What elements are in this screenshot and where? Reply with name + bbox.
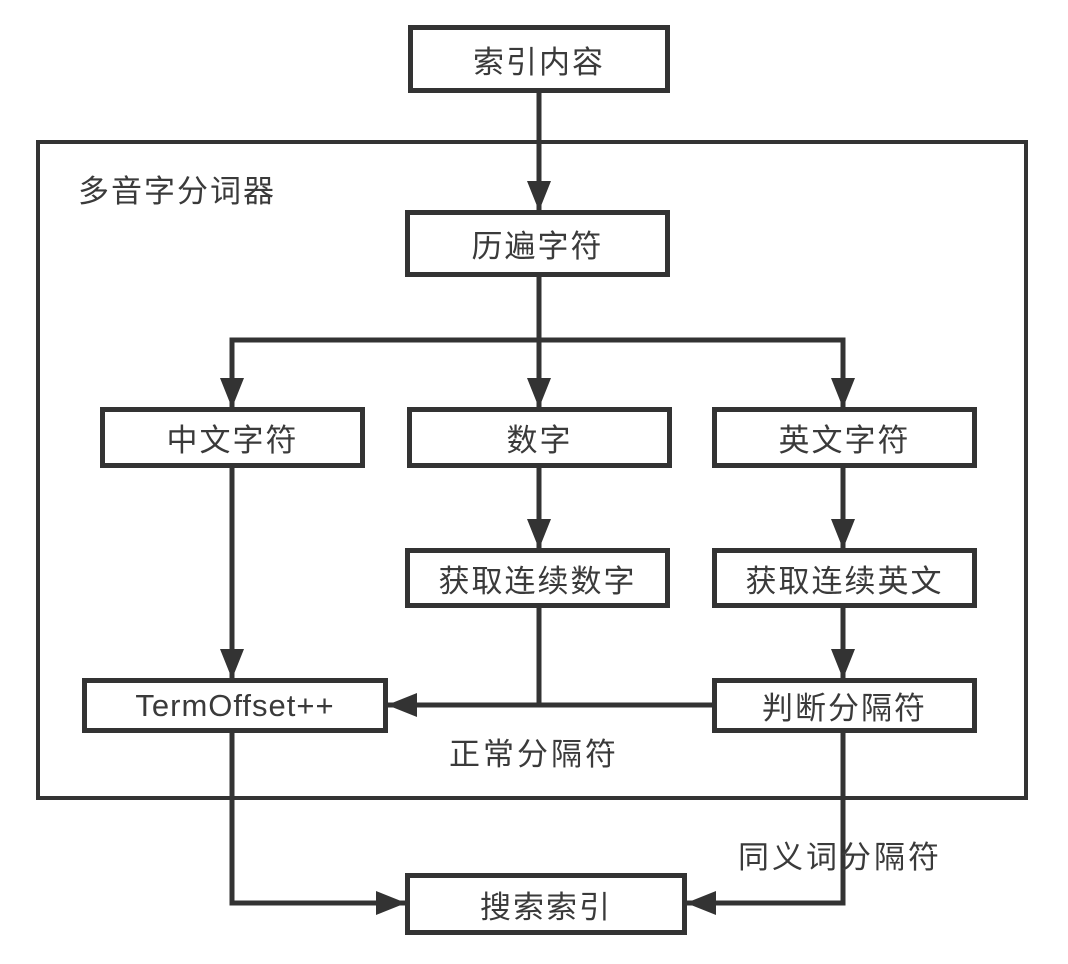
node-get-continuous-english: 获取连续英文 (712, 548, 977, 608)
node-index-content: 索引内容 (408, 25, 670, 93)
edge-label-synonym-separator: 同义词分隔符 (738, 840, 942, 875)
tokenizer-container-label: 多音字分词器 (78, 174, 276, 209)
edge-iterate-branch-to-english (539, 337, 855, 408)
node-digits: 数字 (407, 407, 672, 468)
tokenizer-container-box: 多音字分词器 (36, 140, 1028, 800)
edge-iterate-branch-to-chinese (220, 337, 539, 408)
node-iterate-characters: 历遍字符 (405, 210, 670, 277)
node-search-index: 搜索索引 (405, 873, 687, 935)
edge-term-offset-to-search-index (229, 730, 406, 915)
edge-judge-to-search-index (686, 730, 846, 915)
node-get-continuous-digits: 获取连续数字 (405, 548, 670, 608)
node-judge-separator: 判断分隔符 (712, 678, 977, 733)
node-term-offset-increment: TermOffset++ (82, 678, 388, 733)
node-english-characters: 英文字符 (712, 407, 977, 468)
edge-label-normal-separator: 正常分隔符 (449, 737, 619, 772)
node-chinese-characters: 中文字符 (100, 407, 365, 468)
